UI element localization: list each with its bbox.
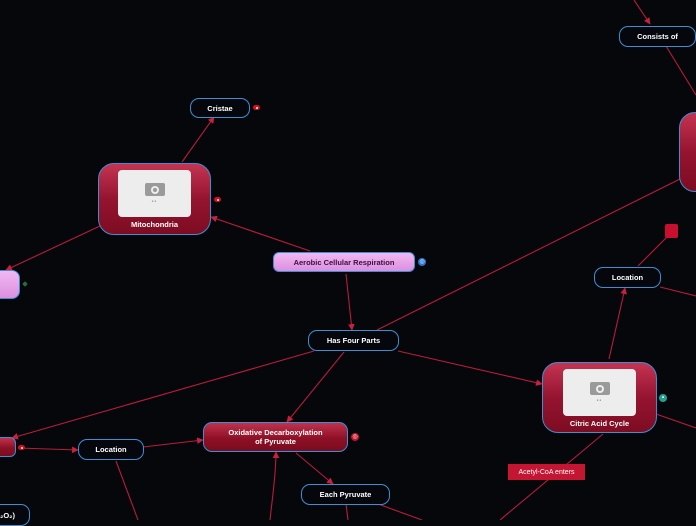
aerobic-respiration-label: Aerobic Cellular Respiration [293,257,395,267]
info-badge-icon[interactable]: • [659,394,667,402]
edge-location-to-square [637,235,669,267]
note-marker-icon[interactable] [214,197,221,202]
image-placeholder: •• [118,170,191,217]
oxidative-decarboxylation-node[interactable]: Oxidative Decarboxylation of Pyruvate [203,422,348,452]
oxidative-label-line1: Oxidative Decarboxylation [228,428,323,437]
red-square-marker [665,224,678,238]
link-globe-icon[interactable]: ◎ [418,258,426,266]
edge-each-right [377,503,423,520]
edge-parts-to-oxidative [286,351,345,423]
edge-location-to-offscreen [659,286,696,297]
edge-parts-to-citric [397,350,543,386]
location-left-label: Location [95,445,127,454]
has-four-parts-label: Has Four Parts [326,336,381,345]
edge-consists-to-big [665,45,696,96]
edge-location-down [115,460,139,520]
location-right-node[interactable]: Location [594,267,661,288]
cristae-node[interactable]: Cristae [190,98,250,118]
edge-parts-to-right [376,177,683,331]
bottom-left-partial-node[interactable]: ₂O₂) [0,504,30,526]
citric-acid-cycle-node[interactable]: •• Citric Acid Cycle [542,362,657,433]
camera-icon [144,182,165,196]
aerobic-respiration-node[interactable]: Aerobic Cellular Respiration [273,252,415,272]
left-partial-red-node[interactable] [0,437,16,457]
edge-mito-to-left [5,225,101,271]
edge-location-to-oxidative [142,437,204,448]
oxidative-label-line2: of Pyruvate [255,437,296,446]
edge-citric-to-offscreen [655,413,696,429]
location-left-node[interactable]: Location [78,439,144,460]
mitochondria-node[interactable]: •• Mitochondria [98,163,211,235]
edge-parts-to-left [11,350,315,440]
each-pyruvate-label: Each Pyruvate [319,490,372,499]
bottom-left-partial-label: ₂O₂) [0,510,15,520]
consists-of-label: Consists of [637,32,678,41]
edge-left-to-location [17,446,79,454]
left-partial-pink-node[interactable] [0,270,20,299]
edge-bottom-to-oxidative [269,451,280,520]
edge-mito-to-cristae [181,116,215,163]
right-partial-big-node[interactable] [679,112,696,192]
mitochondria-label: Mitochondria [130,220,179,229]
carousel-dots: •• [596,397,603,404]
location-right-label: Location [611,273,644,282]
acetyl-coa-label: Acetyl-CoA enters [518,468,575,476]
acetyl-coa-tag: Acetyl-CoA enters [508,464,585,480]
each-pyruvate-node[interactable]: Each Pyruvate [301,484,390,505]
edge-citric-to-location [608,287,627,360]
note-marker-icon[interactable] [18,445,25,450]
camera-icon [589,381,610,395]
edge-each-down [345,503,349,520]
edge-aerobic-to-parts [345,273,355,331]
edge-oxidative-to-each [295,452,334,485]
consists-of-node[interactable]: Consists of [619,26,696,47]
note-marker-icon[interactable] [253,105,260,110]
citric-acid-cycle-label: Citric Acid Cycle [569,419,630,428]
cristae-label: Cristae [207,103,233,113]
carousel-dots: •• [151,198,158,205]
image-placeholder: •• [563,369,636,416]
link-globe-icon[interactable]: ◎ [351,433,359,441]
edge-aerobic-to-mitochondria [210,215,311,252]
has-four-parts-node[interactable]: Has Four Parts [308,330,399,351]
edge-top-to-consists [633,0,651,25]
